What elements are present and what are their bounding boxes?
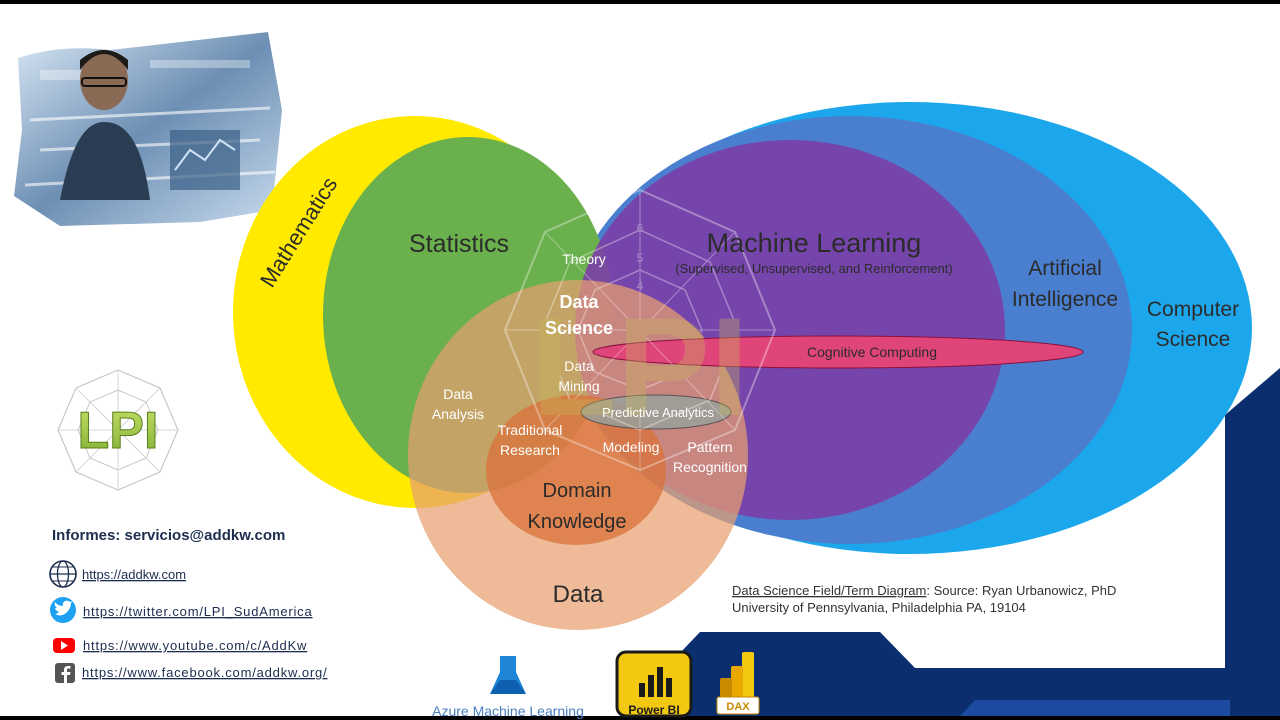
label-data-science-2: Science <box>545 318 613 338</box>
label-computer-science-2: Science <box>1156 328 1231 351</box>
label-ml-subtitle: (Supervised, Unsupervised, and Reinforce… <box>675 261 952 276</box>
youtube-icon <box>53 638 75 653</box>
source-citation: Data Science Field/Term Diagram: Source:… <box>732 583 1116 615</box>
source-university: University of Pennsylvania, Philadelphia… <box>732 600 1026 615</box>
youtube-link[interactable]: https://www.youtube.com/c/AddKw <box>83 638 307 653</box>
website-link[interactable]: https://addkw.com <box>82 567 186 582</box>
navy-corner-right <box>1225 368 1280 716</box>
set-cognitive-computing <box>592 335 1084 369</box>
svg-text:6: 6 <box>637 221 644 235</box>
label-statistics: Statistics <box>409 230 509 258</box>
globe-icon <box>49 560 77 588</box>
svg-text:5: 5 <box>637 251 644 265</box>
label-domain-knowledge-1: Domain <box>543 480 612 502</box>
azure-ml-label: Azure Machine Learning <box>432 703 584 719</box>
label-data: Data <box>553 581 604 608</box>
label-pattern-recognition-2: Recognition <box>673 459 747 475</box>
facebook-icon <box>55 663 75 683</box>
label-traditional-research-2: Research <box>500 442 560 458</box>
navy-bottom-band <box>620 632 1225 716</box>
label-data-mining-2: Mining <box>558 378 599 394</box>
dax-icon: DAX <box>716 652 760 715</box>
label-computer-science-1: Computer <box>1147 298 1239 321</box>
label-data-science-1: Data <box>559 292 599 312</box>
label-theory: Theory <box>562 251 606 267</box>
svg-text:4: 4 <box>637 279 644 293</box>
navy-bottom-strip <box>960 700 1230 716</box>
label-data-analysis-1: Data <box>443 386 473 402</box>
lpi-watermark: 6 5 4 LPI <box>503 188 777 472</box>
source-link[interactable]: Data Science Field/Term Diagram <box>732 583 926 598</box>
informes-text: Informes: servicios@addkw.com <box>52 527 285 544</box>
twitter-link[interactable]: https://twitter.com/LPI_SudAmerica <box>83 604 313 619</box>
label-modeling: Modeling <box>603 439 660 455</box>
label-data-analysis-2: Analysis <box>432 406 484 422</box>
label-cognitive-computing: Cognitive Computing <box>807 344 937 360</box>
watermark-text: LPI <box>531 288 749 445</box>
dax-label: DAX <box>726 701 750 713</box>
label-data-mining-1: Data <box>564 358 594 374</box>
lpi-logo: LPI <box>57 369 179 491</box>
azure-ml-icon <box>490 656 526 694</box>
label-artificial-intelligence-1: Artificial <box>1028 257 1102 280</box>
power-bi-label: Power BI <box>628 703 679 717</box>
label-domain-knowledge-2: Knowledge <box>528 511 627 533</box>
venn-diagram <box>233 102 1252 630</box>
bottom-logos: Azure Machine Learning Power BI DAX <box>432 650 760 719</box>
label-pattern-recognition-1: Pattern <box>687 439 732 455</box>
twitter-icon <box>50 597 76 623</box>
set-domain-knowledge <box>486 395 666 545</box>
power-bi-icon: Power BI <box>615 650 693 718</box>
label-machine-learning: Machine Learning <box>707 228 922 258</box>
facebook-link[interactable]: https://www.facebook.com/addkw.org/ <box>82 665 328 680</box>
label-traditional-research-1: Traditional <box>498 422 563 438</box>
svg-text:Data Science Field/Term Diagra: Data Science Field/Term Diagram: Source:… <box>732 583 1116 598</box>
set-predictive-analytics <box>580 394 732 430</box>
contact-block: Informes: servicios@addkw.com https://ad… <box>49 527 328 683</box>
source-author: : Source: Ryan Urbanowicz, PhD <box>926 583 1116 598</box>
label-artificial-intelligence-2: Intelligence <box>1012 288 1118 311</box>
lpi-logo-text: LPI <box>78 402 159 460</box>
header-photo <box>14 32 282 226</box>
label-predictive-analytics: Predictive Analytics <box>602 405 714 420</box>
